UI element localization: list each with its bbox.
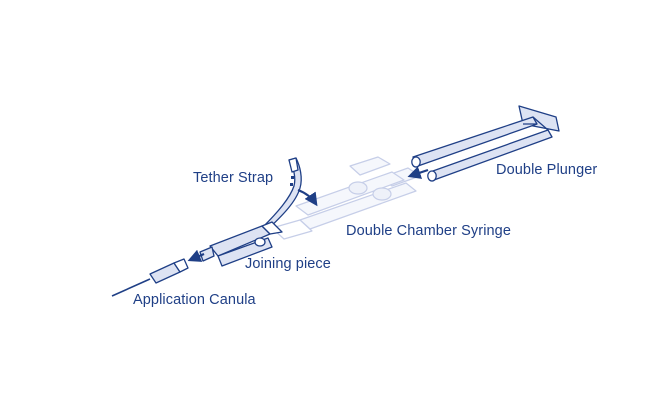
tether-strap-label: Tether Strap (193, 170, 274, 186)
assembly-arrows (187, 166, 429, 262)
arrow-tether-to-syringe (297, 188, 318, 207)
arrow-joining-to-canula (187, 249, 205, 262)
application-canula-shape (111, 258, 189, 297)
joining-piece-label: Joining piece (245, 256, 331, 272)
double-chamber-syringe-label: Double Chamber Syringe (346, 223, 512, 239)
application-canula-label: Application Canula (133, 292, 256, 308)
double-plunger-shape (411, 105, 560, 182)
tether-strap-shape (261, 157, 302, 232)
double-chamber-syringe-shape (271, 156, 421, 240)
double-plunger-label: Double Plunger (496, 162, 598, 178)
arrow-plunger-to-syringe (407, 166, 429, 179)
joining-piece-shape (199, 221, 283, 267)
